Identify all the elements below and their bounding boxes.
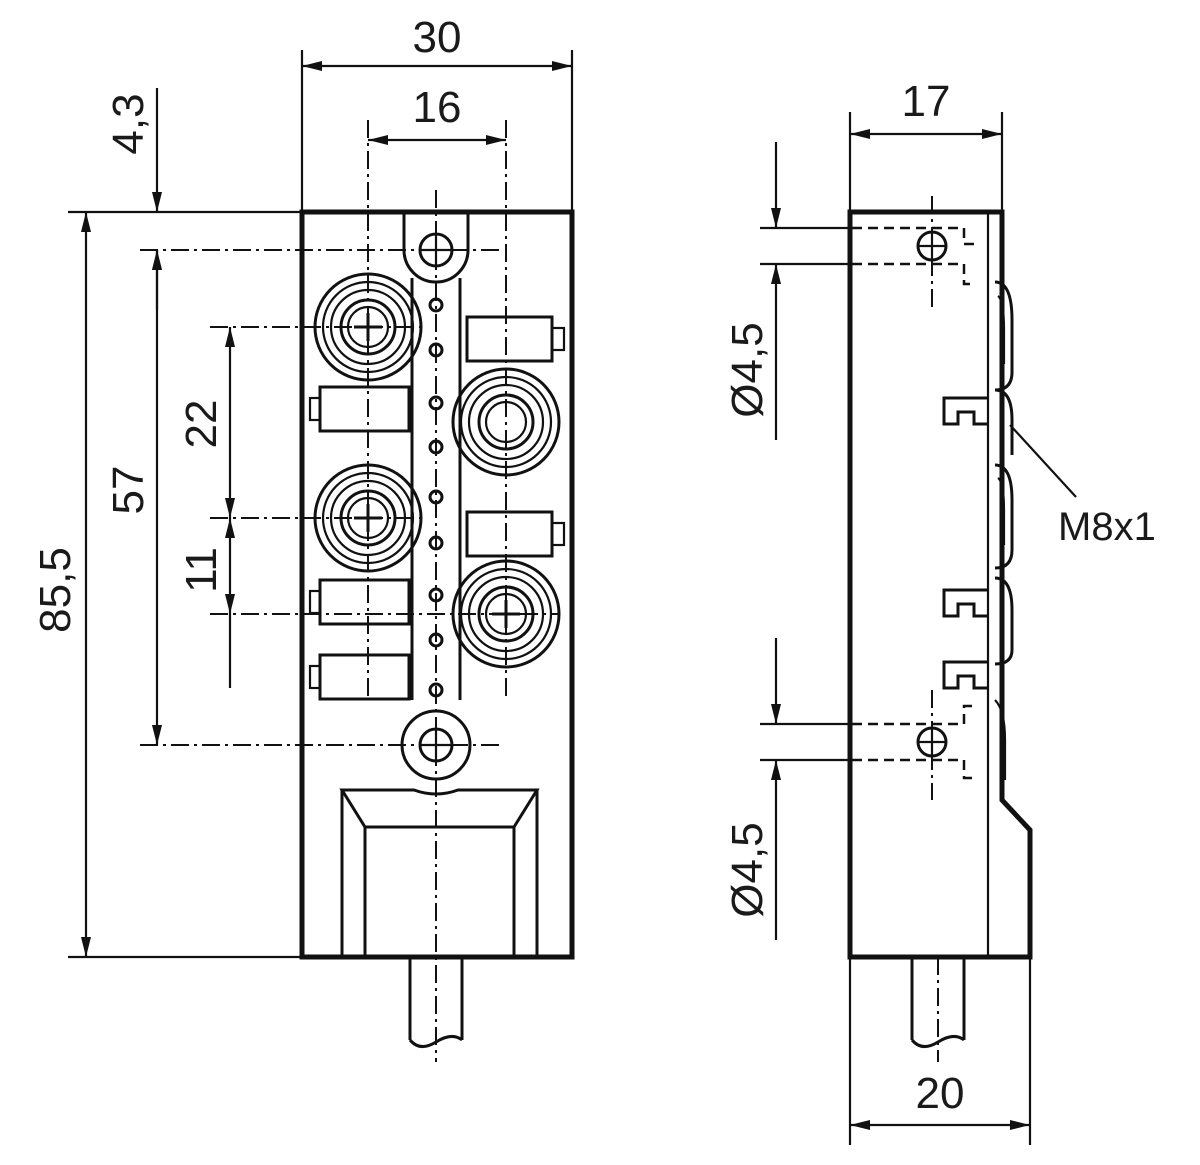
dim-port-offset: 11 [177,547,226,593]
dim-cable-depth: 20 [916,1069,965,1118]
label-plates [308,315,566,701]
top-mounting-boss [402,212,470,284]
side-tabs [942,396,988,690]
cable-gland [339,788,540,957]
cable-stub-side [910,957,966,1048]
side-view: 17 Ø4,5 Ø4,5 M8x1 20 [723,77,1156,1145]
dim-width-overall: 30 [413,13,462,62]
dim-depth: 17 [902,77,951,126]
side-top-hole [852,226,976,286]
front-view: 30 16 4,3 85,5 57 22 11 [31,13,575,1062]
dim-hole-diameter-bottom: Ø4,5 [723,822,772,917]
dim-hole-diameter-top: Ø4,5 [723,322,772,417]
dim-hole-spacing-vertical: 57 [104,466,153,515]
dim-top-offset: 4,3 [104,93,153,154]
dim-hole-spacing-horizontal: 16 [413,83,462,132]
side-connector-bumps [994,280,1014,780]
dim-port-pitch: 22 [177,400,226,449]
thread-callout: M8x1 [1058,505,1156,549]
side-bottom-hole [852,704,976,780]
dim-height-overall: 85,5 [31,547,80,633]
thread-leader-line [1009,424,1077,498]
